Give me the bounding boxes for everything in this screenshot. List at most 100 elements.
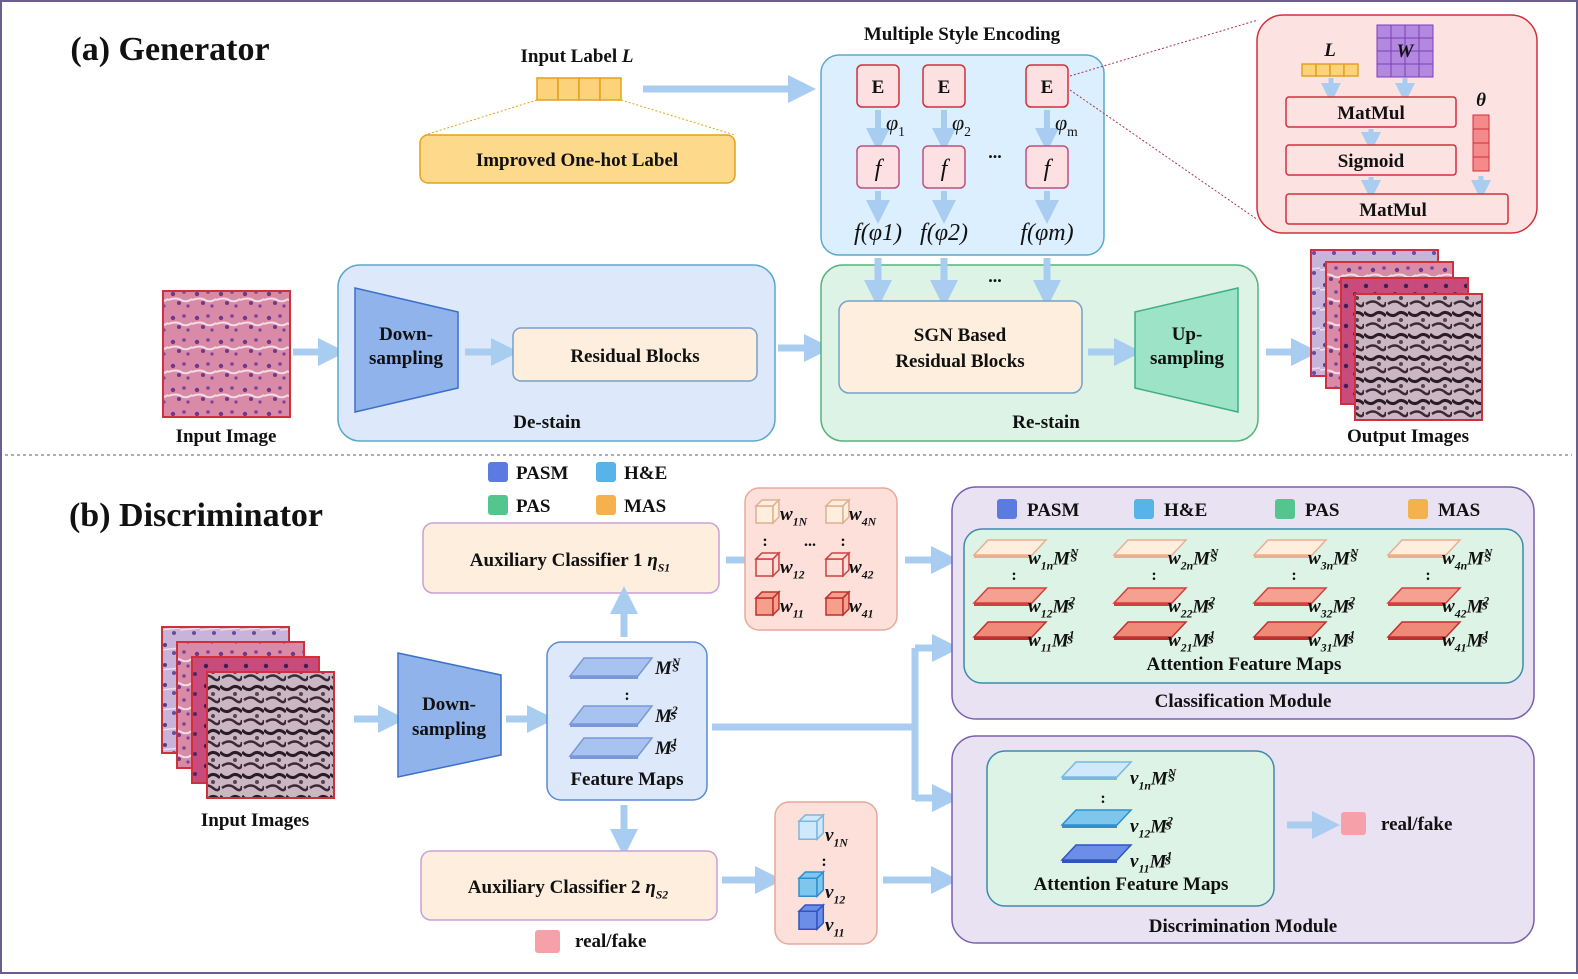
w-cube [825, 597, 844, 616]
discrimination-module-label: Discrimination Module [1149, 916, 1337, 937]
label-part: 21 [1180, 641, 1193, 654]
label-part: S [1347, 634, 1354, 647]
feature-map-plate-edge [570, 756, 638, 759]
label-part: 12 [833, 893, 845, 906]
attention-label: w22M2S [1168, 594, 1215, 620]
disc-realfake-swatch [1341, 812, 1366, 835]
attention-plate-edge [974, 637, 1032, 640]
w-vdots: : [762, 533, 767, 550]
label-part: 4n [1454, 559, 1467, 572]
legend-label: MAS [624, 496, 666, 517]
label-part: 12 [1041, 607, 1053, 620]
attention-plate-edge [1254, 555, 1312, 558]
feature-map-plate [568, 657, 654, 677]
label-part: η [645, 877, 655, 898]
label-part: 1N [833, 836, 848, 849]
func-label: f [875, 156, 885, 182]
func-output-label: f(φ2) [920, 220, 968, 246]
label-part: 11 [1138, 862, 1149, 875]
legend-label: PAS [516, 496, 550, 517]
label-part: 2 [1068, 594, 1075, 607]
mse-title: Multiple Style Encoding [864, 24, 1061, 45]
attention-label: w11M1S [1028, 628, 1075, 654]
dotted-link [424, 99, 538, 136]
label-part: Auxiliary Classifier 1 [470, 550, 648, 571]
label-part: w [1028, 596, 1041, 617]
w-label: w1N [780, 504, 808, 528]
w-cube [755, 505, 774, 524]
label-part: w [1168, 596, 1181, 617]
downsampling-label: sampling [369, 348, 443, 369]
v-cube-side [816, 903, 825, 932]
attention-plate-edge [1114, 555, 1172, 558]
label-part: S [1207, 634, 1214, 647]
attention-class-box [963, 528, 1524, 684]
class-legend-swatch [1275, 499, 1295, 519]
label-part: 12 [793, 568, 805, 581]
w-vdots: : [840, 533, 845, 550]
w-label: w4N [849, 504, 877, 528]
theta-cell [1472, 128, 1490, 144]
feature-map-plate-edge [570, 676, 638, 679]
detail-L-cell [1329, 63, 1345, 77]
encoder-box [856, 64, 900, 108]
attention-plate-edge [1254, 637, 1312, 640]
aux2-realfake-swatch [535, 930, 560, 953]
output-image-4 [1354, 293, 1483, 421]
func-box [856, 145, 900, 189]
label-part: φ [1055, 110, 1067, 135]
v-cube-side [816, 870, 825, 899]
one-hot-cell [557, 77, 580, 101]
generator-title: (a) Generator [70, 31, 269, 68]
encoder-label: E [1041, 77, 1054, 98]
legend-swatch [596, 462, 616, 482]
disc-downsampling-label: Down- [422, 694, 476, 715]
disc-attention-plate-edge [1062, 825, 1117, 828]
disc-attention-label-text: Attention Feature Maps [1034, 874, 1229, 895]
phi-label: φ2 [952, 110, 971, 139]
label-part: w [849, 557, 862, 578]
sgn-box [838, 300, 1083, 394]
feature-map-plate [568, 737, 654, 757]
label-part: 2 [964, 124, 971, 139]
label-part: Input Label [521, 46, 622, 67]
detail-L-cell [1343, 63, 1359, 77]
legend-label: PASM [516, 463, 568, 484]
label-part: L [621, 46, 634, 67]
label-part: 12 [1138, 827, 1150, 840]
label-part: w [780, 557, 793, 578]
label-part: S [670, 709, 677, 722]
label-part: w [1308, 596, 1321, 617]
encoder-box [922, 64, 966, 108]
restain-label: Re-stain [1012, 412, 1080, 433]
matmul2-label: MatMul [1359, 200, 1427, 221]
fm-vdots: : [624, 687, 629, 704]
feature-maps-label: Feature Maps [570, 769, 683, 790]
label-part: 22 [1180, 607, 1193, 620]
theta-cell [1472, 142, 1490, 158]
label-part: w [780, 504, 793, 525]
label-part: M [1149, 816, 1168, 837]
label-part: M [1332, 548, 1351, 569]
func-output-label: f(φ1) [854, 220, 902, 246]
attention-label: w21M1S [1168, 628, 1215, 654]
label-part: 1 [1166, 849, 1172, 862]
upsampling-trapezoid [1134, 287, 1239, 413]
label-part: v [825, 882, 834, 903]
encoder-box [1025, 64, 1069, 108]
w-cube [755, 597, 774, 616]
v-cube [798, 910, 818, 931]
disc-downsampling-label: sampling [412, 719, 486, 740]
w-cube [825, 558, 844, 577]
feature-map-label: M1S [654, 736, 678, 759]
disc-attention-vdots: : [1100, 790, 1105, 807]
attention-plate-edge [1254, 603, 1312, 606]
theta-label: θ [1476, 90, 1486, 111]
label-part: S [1211, 552, 1218, 565]
label-part: 2 [1348, 594, 1355, 607]
encoder-label: E [872, 77, 885, 98]
label-part: M [1331, 596, 1350, 617]
label-part: M [654, 738, 673, 759]
label-part: N [1069, 546, 1079, 559]
